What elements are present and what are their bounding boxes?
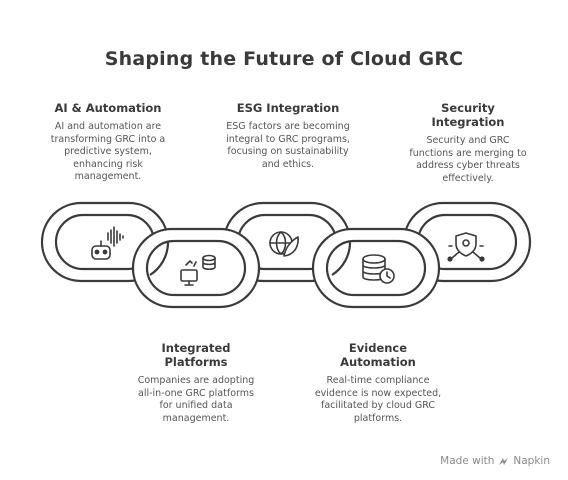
integrated-platforms-heading: Integrated Platforms bbox=[161, 341, 231, 369]
integrated-platforms-block: Integrated Platforms Companies are adopt… bbox=[132, 341, 260, 425]
esg-integration-block: ESG Integration ESG factors are becoming… bbox=[224, 101, 352, 171]
esg-integration-body: ESG factors are becoming integral to GRC… bbox=[226, 121, 350, 170]
globe-leaf-icon bbox=[269, 231, 299, 257]
shield-network-icon bbox=[447, 232, 485, 262]
robot-voice-icon bbox=[91, 226, 124, 260]
page-title: Shaping the Future of Cloud GRC bbox=[104, 48, 464, 70]
evidence-automation-body: Real-time compliance evidence is now exp… bbox=[314, 375, 442, 424]
security-integration-body: Security and GRC functions are merging t… bbox=[409, 135, 527, 184]
integrated-platforms-body: Companies are adopting all-in-one GRC pl… bbox=[137, 375, 255, 424]
security-integration-heading: Security Integration bbox=[431, 101, 505, 129]
made-with-napkin-credit[interactable]: Made with Napkin bbox=[440, 455, 550, 467]
ai-automation-body: AI and automation are transforming GRC i… bbox=[50, 121, 166, 182]
ai-automation-block: AI & Automation AI and automation are tr… bbox=[44, 101, 172, 184]
evidence-automation-block: Evidence Automation Real-time compliance… bbox=[314, 341, 442, 425]
credit-brand: Napkin bbox=[513, 455, 550, 467]
database-sync-icon bbox=[180, 254, 216, 286]
napkin-logo-icon bbox=[499, 457, 509, 465]
evidence-automation-heading: Evidence Automation bbox=[340, 341, 416, 369]
security-integration-block: Security Integration Security and GRC fu… bbox=[404, 101, 532, 185]
esg-integration-heading: ESG Integration bbox=[236, 101, 340, 115]
database-clock-icon bbox=[362, 254, 395, 284]
credit-text: Made with bbox=[440, 455, 495, 467]
ai-automation-heading: AI & Automation bbox=[54, 101, 162, 115]
chain-link-integrated-platforms bbox=[131, 227, 261, 309]
